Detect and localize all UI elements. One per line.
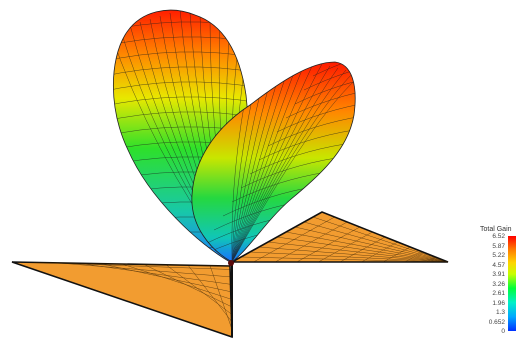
legend-tick-label: 3.91	[492, 271, 505, 278]
ground-plane	[11, 211, 449, 339]
legend-tick-label: 4.57	[492, 261, 505, 269]
legend-tick-label: 5.22	[492, 252, 505, 259]
legend-tick-label: 0.652	[488, 318, 505, 326]
legend-tick-label: 2.61	[492, 290, 505, 297]
legend-tick-label: 6.52	[492, 233, 505, 240]
legend-tick-label: 1.96	[492, 299, 505, 307]
gain-color-legend: Total Gain 6.52 5.87 5.22 4.57 3.91 3.26 2.61 1…	[475, 226, 520, 339]
legend-color-bar	[508, 236, 516, 331]
antenna-feed-point	[228, 260, 234, 266]
ground-wedge-left	[11, 261, 233, 339]
legend-tick-label: 3.26	[492, 280, 505, 288]
legend-tick-label: 0	[501, 328, 505, 335]
legend-title: Total Gain	[480, 226, 512, 233]
legend-tick-label: 5.87	[492, 242, 505, 250]
legend-tick-label: 1.3	[495, 309, 505, 316]
